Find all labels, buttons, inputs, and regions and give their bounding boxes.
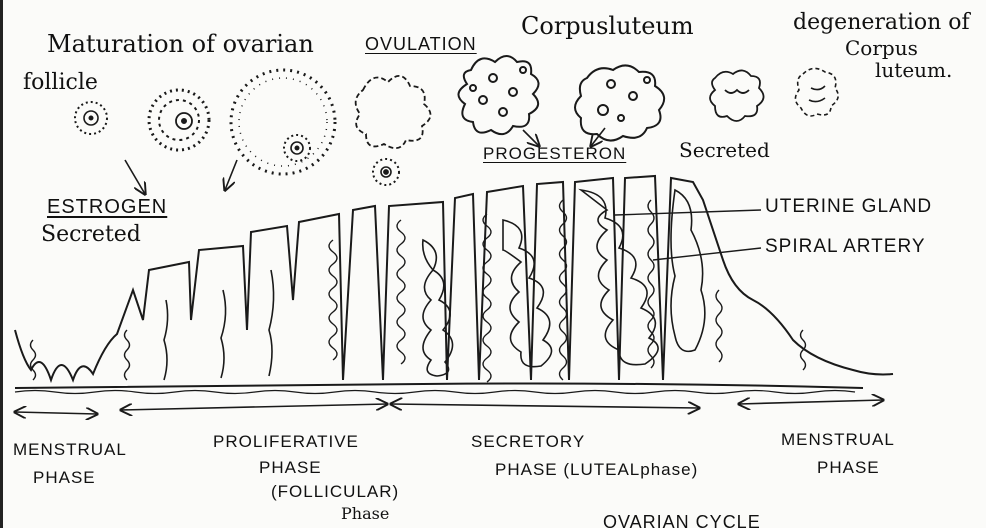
phase-secretory: SECRETORY [471,432,585,452]
label-ovulation: OVULATION [365,34,477,55]
label-progesteron: PROGESTERON [483,144,626,164]
corpus-luteum-mature [575,65,664,140]
estrogen-arrows [125,160,237,194]
corpus-luteum-degenerating [710,70,764,121]
follicle-graafian [231,70,335,174]
label-uterine-gland: UTERINE GLAND [765,196,932,218]
follicle-secondary [149,90,209,150]
label-corpus-luteum: Corpusluteum [521,12,694,40]
phase-proliferative: PROLIFERATIVE [213,432,359,452]
label-leaders [615,210,761,260]
follicle-primary [75,102,107,134]
phase-proliferative-3: (FOLLICULAR) [271,482,399,502]
phase-menstrual-right: MENSTRUAL [781,430,895,450]
label-progesteron-secreted: Secreted [679,138,770,162]
label-maturation: Maturation of ovarian [47,30,314,58]
footer-cut-title: OVARIAN CYCLE [603,512,761,528]
phase-secretory-2: PHASE (LUTEALphase) [495,460,698,480]
label-estrogen: ESTROGEN [47,196,167,219]
corpus-albicans [795,68,838,116]
phase-menstrual-left: MENSTRUAL [13,440,127,460]
label-spiral-artery: SPIRAL ARTERY [765,236,926,258]
phase-proliferative-4: Phase [341,504,389,523]
phase-proliferative-2: PHASE [259,458,322,478]
phase-menstrual-left-2: PHASE [33,468,96,488]
phase-menstrual-right-2: PHASE [817,458,880,478]
label-degeneration: degeneration of [793,10,970,35]
label-degeneration-luteum: luteum. [875,58,952,82]
corpus-luteum-early [458,56,538,134]
label-follicle: follicle [23,70,98,95]
label-estrogen-secreted: Secreted [41,222,141,247]
ruptured-follicle [356,76,431,185]
phase-arrows [15,400,883,414]
label-degeneration-corpus: Corpus [845,36,918,60]
